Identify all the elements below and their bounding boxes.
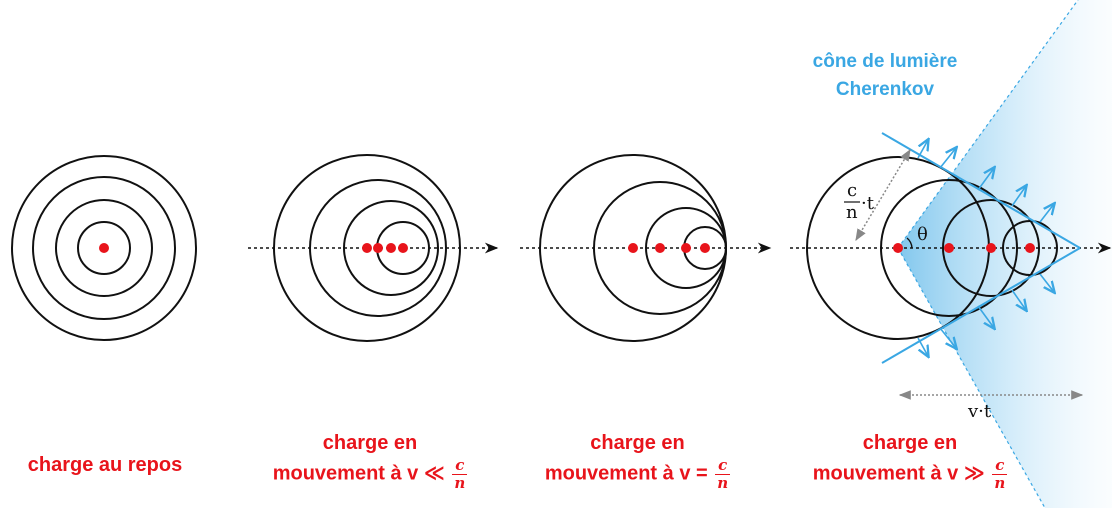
wave-circle <box>32 176 176 320</box>
caption-fast-relation: ≫ <box>958 462 991 485</box>
caption-slow-relation: ≪ <box>418 462 451 485</box>
ct-label-tail: ·t <box>861 193 875 214</box>
emission-arrows-upper <box>917 140 1054 223</box>
charge-dot <box>681 243 691 253</box>
charge-dot <box>655 243 665 253</box>
wave-circle <box>309 179 447 317</box>
panel-fast: c n ·t θ v·t <box>790 132 1112 422</box>
panel-slow <box>248 154 499 342</box>
charge-dot <box>700 243 710 253</box>
charge-dot <box>1025 243 1035 253</box>
wave-circle <box>1002 220 1058 276</box>
wave-circle <box>273 154 461 342</box>
vt-label: v·t <box>967 401 992 422</box>
caption-equal-line1: charge en <box>590 432 685 454</box>
charge-dot <box>986 243 996 253</box>
caption-fast-line2: mouvement à v <box>812 462 959 485</box>
caption-equal-line2: mouvement à v <box>544 462 691 485</box>
caption-rest-text: charge au repos <box>27 454 183 476</box>
charge-dot <box>373 243 383 253</box>
wave-circle <box>77 221 131 275</box>
wave-circle <box>942 199 1040 297</box>
cherenkov-cone-region <box>897 0 1112 508</box>
caption-slow-line2: mouvement à v <box>272 462 419 485</box>
charge-dot <box>386 243 396 253</box>
cone-title: cône de lumière Cherenkov <box>790 48 980 103</box>
frac-den: n <box>717 473 729 492</box>
panel-equal <box>520 154 772 342</box>
charge-dot <box>893 243 903 253</box>
frac-den: n <box>454 473 466 492</box>
theta-label: θ <box>917 224 928 245</box>
wave-circle <box>11 155 197 341</box>
caption-fast-line1: charge en <box>862 432 958 454</box>
caption-slow-line1: charge en <box>322 432 418 454</box>
charge-dot <box>362 243 372 253</box>
charge-dot <box>398 243 408 253</box>
frac-num: c <box>452 457 468 475</box>
radius-arrow <box>855 148 911 242</box>
ct-label-den: n <box>846 202 858 223</box>
frac-den: n <box>994 473 1006 492</box>
cone-title-line2: Cherenkov <box>835 78 935 100</box>
wave-circle <box>880 179 1018 317</box>
theta-arc <box>906 237 913 249</box>
panel-rest <box>11 155 197 341</box>
wave-circle <box>55 199 153 297</box>
emission-arrows-lower <box>917 273 1054 356</box>
caption-equal-relation: = <box>690 462 714 485</box>
wavefront-upper <box>881 132 1081 249</box>
ct-label-num: c <box>847 180 857 201</box>
cone-lower-edge <box>897 247 1046 508</box>
wave-circle <box>343 200 439 296</box>
charge-dot <box>944 243 954 253</box>
frac-num: c <box>992 457 1008 475</box>
frac-num: c <box>715 457 731 475</box>
charge-dot <box>628 243 638 253</box>
wavefront-lower <box>881 247 1081 364</box>
cone-title-line1: cône de lumière <box>812 51 958 72</box>
caption-rest: charge au repos <box>15 452 195 479</box>
charge-dot <box>99 243 109 253</box>
